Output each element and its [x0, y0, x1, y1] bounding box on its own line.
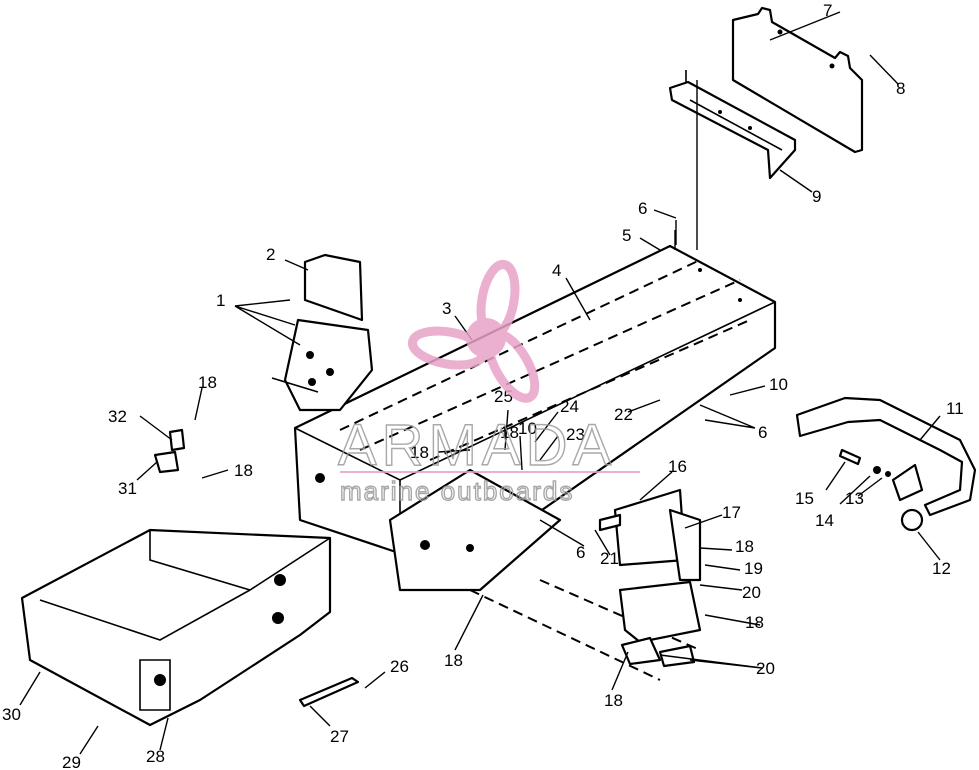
- flap-bracket: [668, 70, 797, 180]
- callout-4: 4: [552, 261, 561, 280]
- rear-brackets: [598, 488, 702, 668]
- callout-32: 32: [108, 407, 127, 426]
- callout-16: 16: [668, 457, 687, 476]
- callout-13: 13: [845, 489, 864, 508]
- callout-1: 1: [216, 291, 225, 310]
- main-tunnel: [293, 244, 777, 580]
- callout-14: 14: [815, 511, 834, 530]
- callout-30: 30: [2, 705, 21, 724]
- callout-22: 22: [614, 405, 633, 424]
- callout-17: 17: [722, 503, 741, 522]
- callout-5: 5: [622, 226, 631, 245]
- callout-24: 24: [560, 397, 579, 416]
- watermark-tagline: marine outboards: [340, 476, 574, 506]
- small-clips: [153, 428, 186, 474]
- callout-18a: 18: [198, 373, 217, 392]
- callout-10a: 10: [769, 375, 788, 394]
- callout-20b: 20: [756, 659, 775, 678]
- callout-8: 8: [896, 79, 905, 98]
- callout-18h: 18: [500, 423, 519, 442]
- callout-12: 12: [932, 559, 951, 578]
- callout-10b: 10: [518, 419, 537, 438]
- callout-9: 9: [812, 187, 821, 206]
- callout-2: 2: [266, 245, 275, 264]
- callout-21: 21: [600, 549, 619, 568]
- callout-18g: 18: [604, 691, 623, 710]
- callout-18c: 18: [410, 443, 429, 462]
- callout-26: 26: [390, 657, 409, 676]
- callout-6c: 6: [576, 543, 585, 562]
- strip-27: [298, 676, 360, 708]
- callout-6b: 6: [758, 423, 767, 442]
- callout-29: 29: [62, 753, 81, 770]
- callout-7: 7: [823, 1, 832, 20]
- callout-11: 11: [946, 399, 964, 418]
- leader-lines: [19, 11, 941, 755]
- callout-23: 23: [566, 425, 585, 444]
- callout-19: 19: [744, 559, 763, 578]
- callout-20a: 20: [742, 583, 761, 602]
- watermark-brand: ARMADA: [338, 413, 616, 478]
- callout-18e: 18: [735, 537, 754, 556]
- callout-27: 27: [330, 727, 349, 746]
- watermark: ARMADA marine outboards: [337, 259, 640, 507]
- callout-18d: 18: [444, 651, 463, 670]
- front-frame: [20, 528, 332, 727]
- callout-15: 15: [795, 489, 814, 508]
- callout-3: 3: [442, 299, 451, 318]
- callout-31: 31: [118, 479, 137, 498]
- front-body: [388, 468, 701, 681]
- callout-6a: 6: [638, 199, 647, 218]
- left-bracket-assembly: [271, 253, 374, 412]
- callout-18f: 18: [745, 613, 764, 632]
- bolt-set: [838, 448, 891, 477]
- rear-flap: [731, 6, 864, 154]
- propeller-logo: [407, 259, 540, 403]
- callout-28: 28: [146, 747, 165, 766]
- callout-18b: 18: [234, 461, 253, 480]
